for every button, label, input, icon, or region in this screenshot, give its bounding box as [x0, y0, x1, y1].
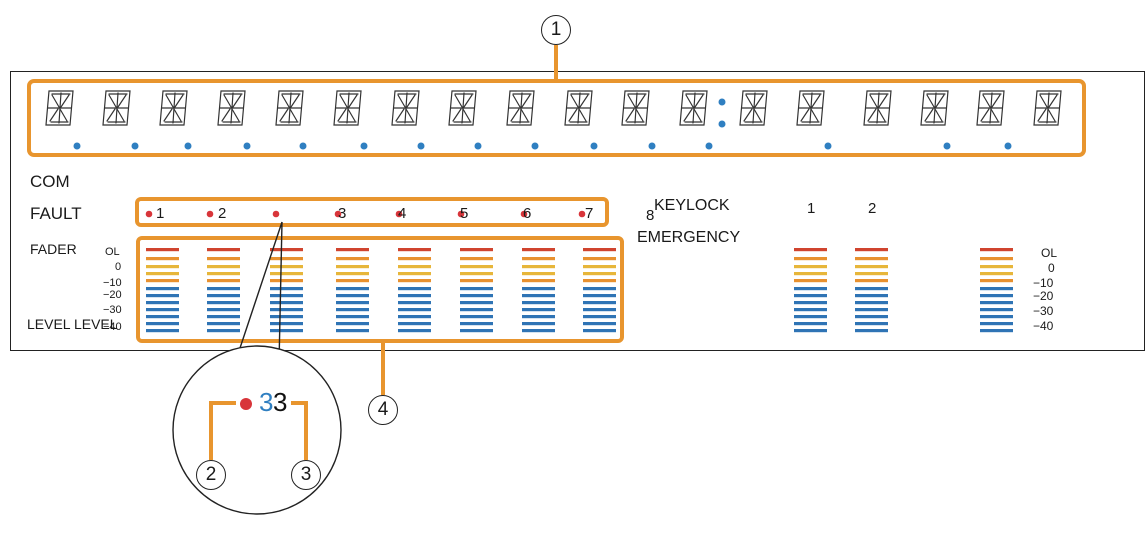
segment-digit: [217, 90, 246, 126]
level-meter: [398, 248, 431, 333]
fault-number-5: 5: [460, 205, 469, 222]
segment-colon-dot-top: [718, 98, 726, 106]
segment-decimal-dot: [73, 142, 81, 150]
segment-digit: [621, 90, 650, 126]
fault-number-2: 2: [218, 205, 227, 222]
fault-indicator-dot: [457, 210, 465, 218]
segment-digit: [739, 90, 768, 126]
scale-right-40: −40: [1033, 319, 1054, 333]
level-meter: [794, 248, 827, 333]
segment-decimal-dot: [1004, 142, 1012, 150]
level-meter: [522, 248, 555, 333]
segment-decimal-dot: [474, 142, 482, 150]
level-meter: [583, 248, 616, 333]
scale-left-20: −20: [103, 289, 122, 301]
segment-decimal-dot: [184, 142, 192, 150]
scale-right-30: −30: [1033, 304, 1054, 318]
callout-2: 2: [196, 460, 226, 490]
zoom-bracket-left: [209, 401, 236, 460]
segment-decimal-dot: [648, 142, 656, 150]
segment-decimal-dot: [131, 142, 139, 150]
keylock-label: KEYLOCK: [654, 197, 730, 214]
fault-indicator-dot: [395, 210, 403, 218]
segment-digit: [796, 90, 825, 126]
zoom-bracket-right: [291, 401, 308, 460]
segment-decimal-dot: [590, 142, 598, 150]
segment-digit: [863, 90, 892, 126]
segment-decimal-dot: [824, 142, 832, 150]
level-level-label: LEVEL LEVEL: [27, 316, 118, 332]
fault-indicator-dot: [272, 210, 280, 218]
scale-left-0: 0: [115, 261, 122, 273]
level-meter: [460, 248, 493, 333]
scale-right-20: −20: [1033, 289, 1054, 303]
callout-4: 4: [368, 395, 398, 425]
segment-digit: [506, 90, 535, 126]
segment-digit: [564, 90, 593, 126]
fader-label: FADER: [30, 241, 77, 257]
segment-colon-dot-bottom: [718, 120, 726, 128]
fault-indicator-dot: [520, 210, 528, 218]
fault-number-3: 3: [338, 205, 347, 222]
scale-left-10: −10: [103, 277, 122, 289]
zoom-number-blue: 3: [259, 387, 274, 417]
level-meter: [855, 248, 888, 333]
segment-decimal-dot: [299, 142, 307, 150]
front-panel: [10, 71, 1145, 351]
fault-label: FAULT: [30, 204, 82, 223]
segment-digit: [976, 90, 1005, 126]
segment-decimal-dot: [531, 142, 539, 150]
zoom-circle: [172, 345, 342, 515]
segment-digit: [391, 90, 420, 126]
segment-display-highlight: [27, 79, 1086, 157]
scale-right-10: −10: [1033, 276, 1054, 290]
scale-left-ol: OL: [105, 246, 120, 258]
segment-digit: [1033, 90, 1062, 126]
fault-indicator-dot: [334, 210, 342, 218]
callout-3: 3: [291, 460, 321, 490]
segment-digit: [920, 90, 949, 126]
fault-number-6: 6: [523, 205, 532, 222]
level-meter: [980, 248, 1013, 333]
fault-indicator-dot: [206, 210, 214, 218]
com-label: COM: [30, 172, 70, 191]
emergency-label: EMERGENCY: [637, 229, 741, 246]
level-meter-highlight: [136, 236, 624, 343]
fault-number-4: 4: [398, 205, 407, 222]
fault-number-1: 1: [156, 205, 165, 222]
segment-decimal-dot: [943, 142, 951, 150]
scale-right-0: 0: [1048, 261, 1055, 275]
segment-digit: [333, 90, 362, 126]
segment-digit: [45, 90, 74, 126]
zoom-fault-dot: [240, 398, 252, 410]
callout-1: 1: [541, 15, 571, 45]
segment-digit: [679, 90, 708, 126]
fault-indicator-dot: [578, 210, 586, 218]
segment-decimal-dot: [243, 142, 251, 150]
level-meter: [270, 248, 303, 333]
scale-right-ol: OL: [1041, 246, 1058, 260]
segment-decimal-dot: [417, 142, 425, 150]
fault-indicator-dot: [145, 210, 153, 218]
zoom-pointer: [235, 221, 283, 365]
zoom-number-black: 3: [273, 387, 288, 417]
keylock-number-1: 1: [807, 200, 816, 217]
level-meter: [336, 248, 369, 333]
segment-digit: [102, 90, 131, 126]
segment-decimal-dot: [360, 142, 368, 150]
keylock-number-2: 2: [868, 200, 877, 217]
level-meter: [207, 248, 240, 333]
scale-left-40: −40: [103, 321, 122, 333]
fault-number-7: 7: [585, 205, 594, 222]
scale-left-30: −30: [103, 304, 122, 316]
fault-indicator-highlight: [135, 197, 609, 227]
fault-number-8: 8: [646, 207, 655, 224]
segment-digit: [159, 90, 188, 126]
level-meter: [146, 248, 179, 333]
segment-decimal-dot: [705, 142, 713, 150]
segment-digit: [448, 90, 477, 126]
segment-digit: [275, 90, 304, 126]
